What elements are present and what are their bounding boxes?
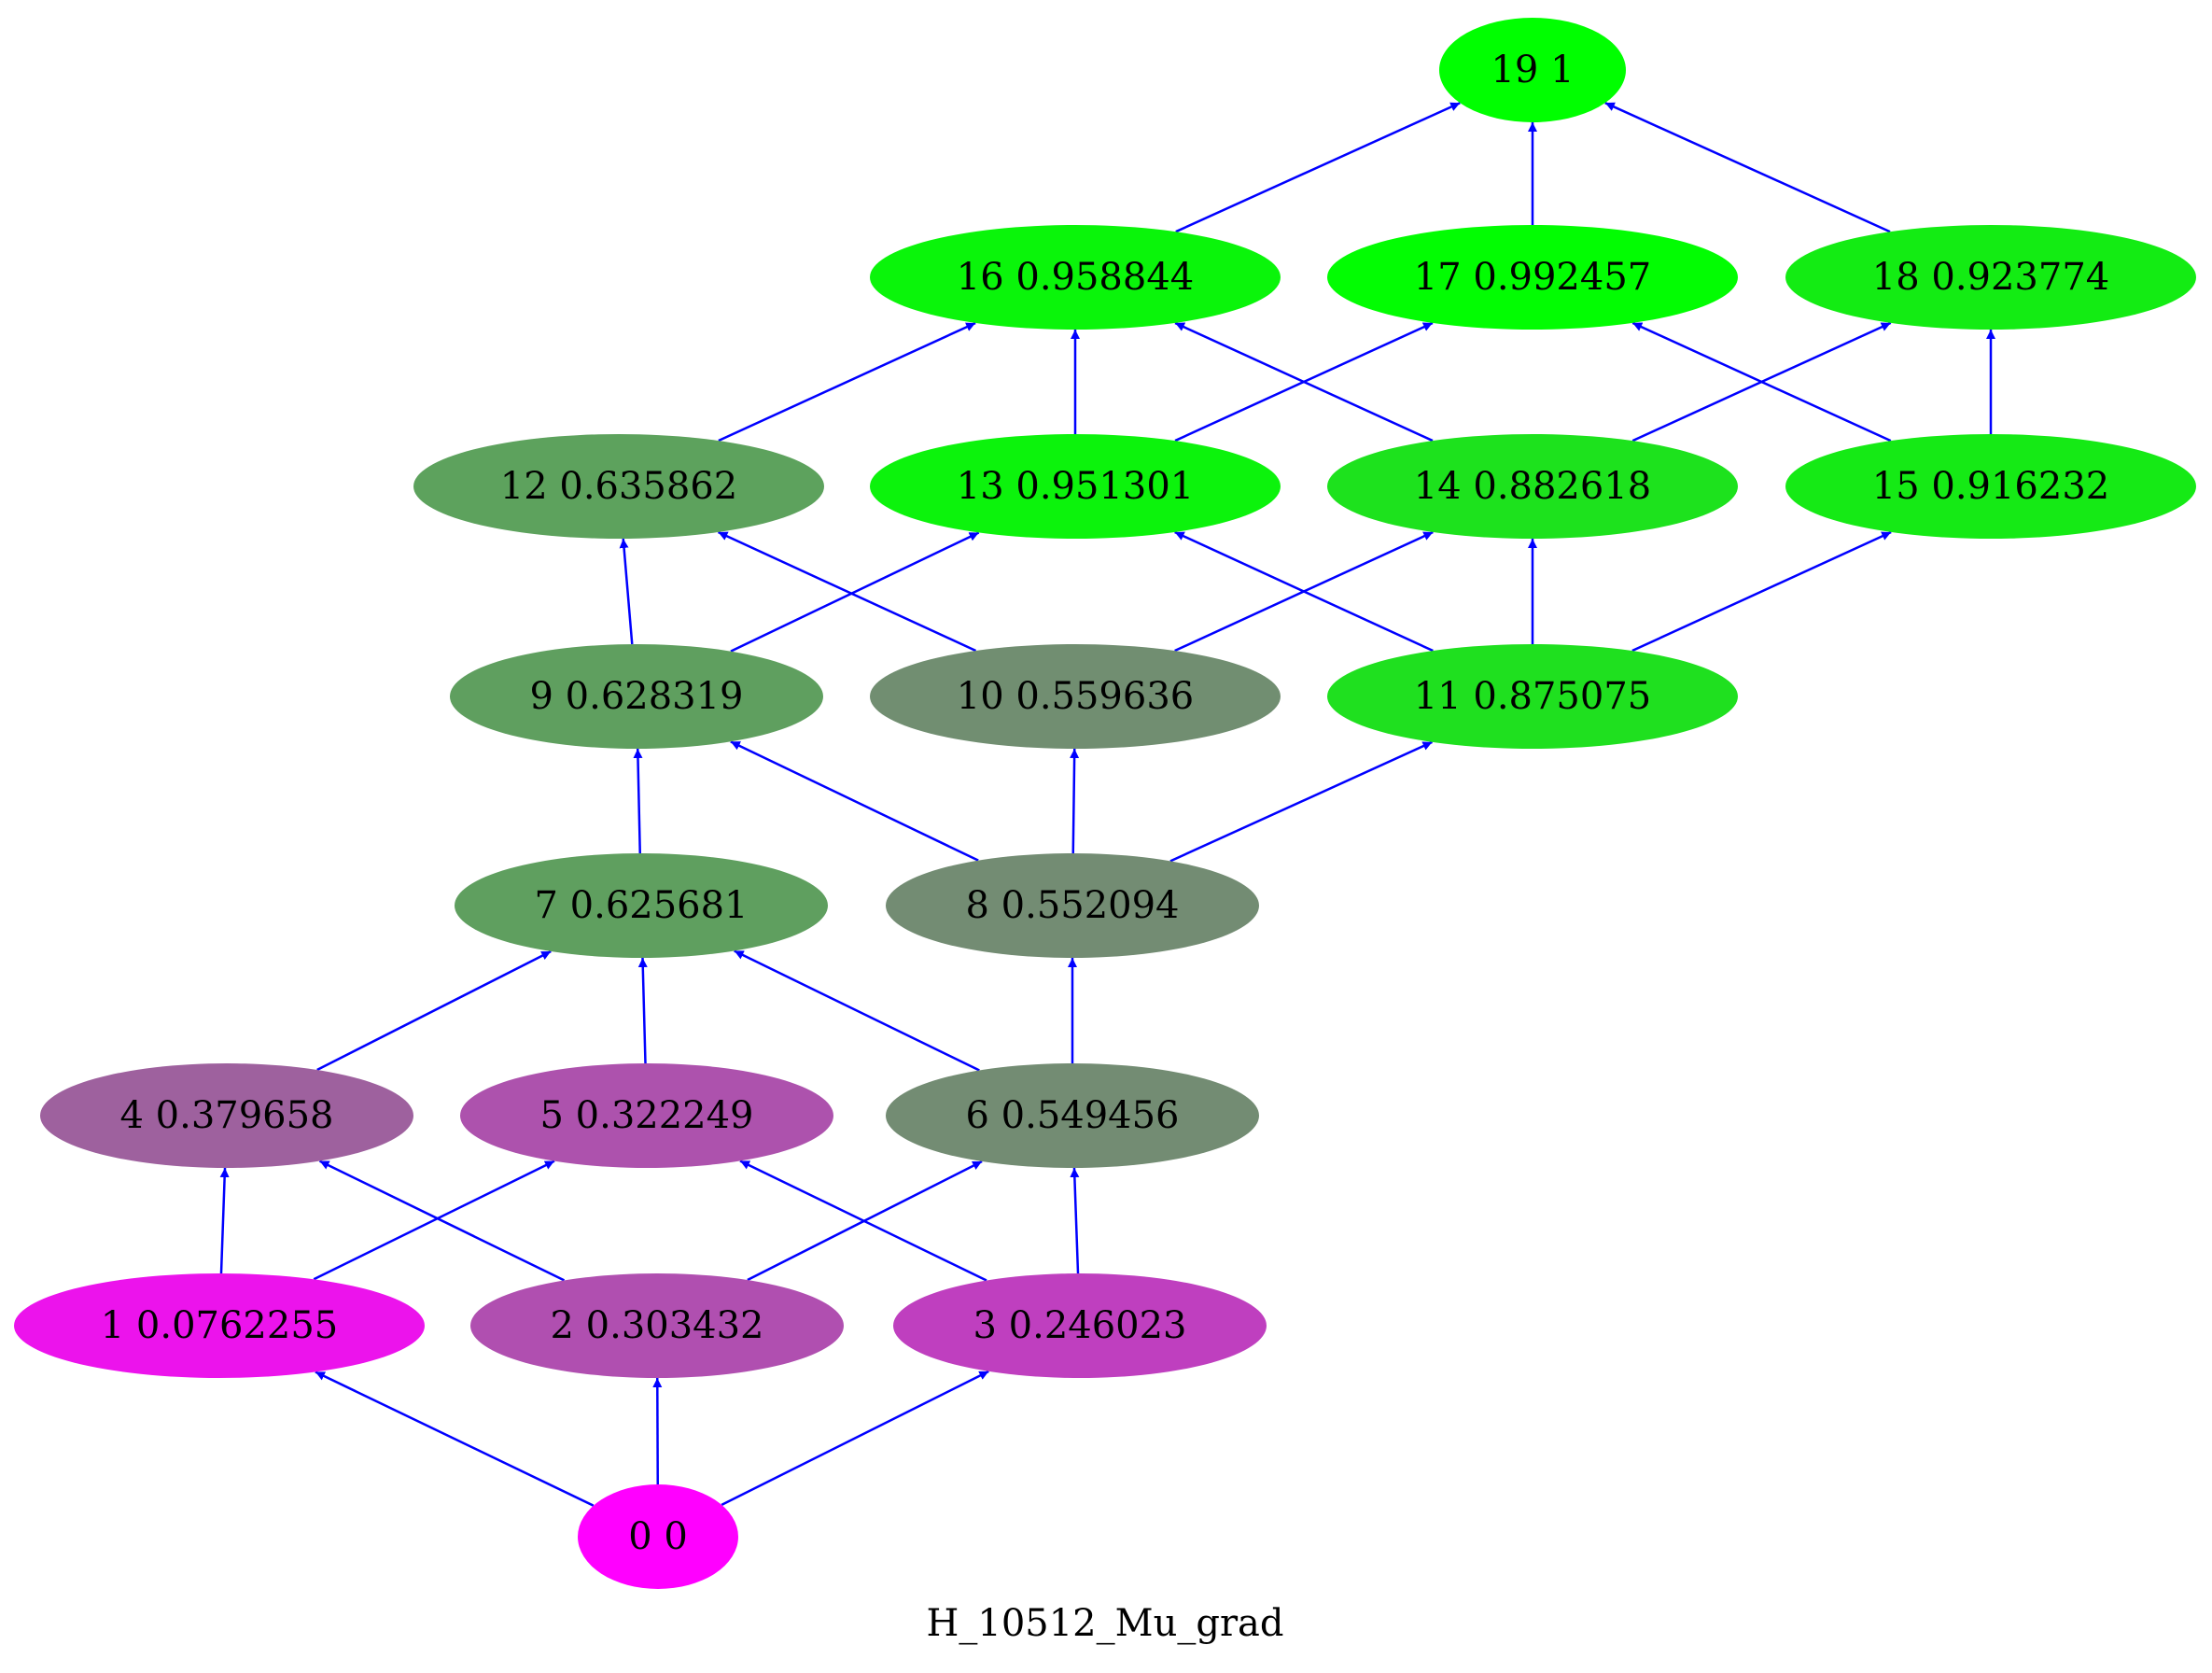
node-6-ellipse [886,1063,1259,1168]
edge-11-to-13 [1174,530,1434,653]
edge-2-to-4 [318,1160,566,1282]
node-19-label: 19 1 [1491,49,1574,91]
edge-0-to-2 [652,1377,663,1485]
node-16-label: 16 0.958844 [957,256,1194,299]
edge-6-to-7 [734,949,980,1072]
node-0-ellipse [578,1484,738,1589]
edge-1-to-5 [313,1160,555,1281]
node-16: 16 0.958844 [870,225,1281,330]
edge-7-to-9 [633,748,643,854]
node-4-ellipse [40,1063,413,1168]
edge-10-to-12 [717,530,977,653]
node-0-label: 0 0 [628,1515,688,1558]
node-17: 17 0.992457 [1327,225,1738,330]
node-9-ellipse [450,644,823,749]
node-1-label: 1 0.0762255 [101,1304,338,1347]
edge-8-to-9 [730,740,979,862]
edge-1-to-4 [219,1167,230,1274]
edge-3-to-5 [739,1160,987,1282]
node-18-ellipse [1785,225,2196,330]
edge-8-to-11 [1169,740,1433,863]
node-3: 3 0.246023 [893,1273,1267,1378]
node-7-ellipse [455,853,828,958]
node-0: 0 0 [578,1484,738,1589]
edge-18-to-19 [1604,102,1891,233]
node-10: 10 0.559636 [870,644,1281,749]
node-2-ellipse [470,1273,844,1378]
edges [219,102,1995,1507]
node-3-ellipse [893,1273,1267,1378]
node-11-label: 11 0.875075 [1414,675,1651,718]
edge-9-to-12 [619,538,634,645]
node-15-ellipse [1785,434,2196,539]
node-14-ellipse [1327,434,1738,539]
node-18-label: 18 0.923774 [1872,256,2109,299]
node-8-label: 8 0.552094 [965,884,1179,927]
node-12-ellipse [413,434,824,539]
node-1-ellipse [14,1273,425,1378]
node-8-ellipse [886,853,1259,958]
node-12-label: 12 0.635862 [500,465,737,508]
node-3-label: 3 0.246023 [973,1304,1186,1347]
node-13: 13 0.951301 [870,434,1281,539]
node-2-label: 2 0.303432 [550,1304,763,1347]
node-5-ellipse [460,1063,833,1168]
node-10-ellipse [870,644,1281,749]
node-6-label: 6 0.549456 [965,1094,1179,1137]
node-15-label: 15 0.916232 [1872,465,2109,508]
node-7: 7 0.625681 [455,853,828,958]
node-14: 14 0.882618 [1327,434,1738,539]
node-13-ellipse [870,434,1281,539]
edge-0-to-1 [315,1371,595,1507]
node-10-label: 10 0.559636 [957,675,1194,718]
edge-15-to-17 [1631,321,1892,443]
node-2: 2 0.303432 [470,1273,844,1378]
node-11: 11 0.875075 [1327,644,1738,749]
node-19: 19 1 [1439,18,1626,122]
node-17-label: 17 0.992457 [1414,256,1651,299]
node-9: 9 0.628319 [450,644,823,749]
node-5-label: 5 0.322249 [539,1094,753,1137]
node-4-label: 4 0.379658 [119,1094,333,1137]
edge-11-to-15 [1631,530,1892,653]
edge-12-to-16 [718,321,976,443]
node-13-label: 13 0.951301 [957,465,1194,508]
edge-3-to-6 [1070,1167,1080,1274]
node-7-label: 7 0.625681 [534,884,748,927]
edge-0-to-3 [721,1370,989,1507]
node-14-label: 14 0.882618 [1414,465,1651,508]
node-4: 4 0.379658 [40,1063,413,1168]
edge-16-to-19 [1175,102,1461,233]
edge-5-to-7 [637,957,648,1064]
node-5: 5 0.322249 [460,1063,833,1168]
node-8: 8 0.552094 [886,853,1259,958]
node-16-ellipse [870,225,1281,330]
node-17-ellipse [1327,225,1738,330]
node-9-label: 9 0.628319 [529,675,743,718]
node-11-ellipse [1327,644,1738,749]
edge-14-to-16 [1174,321,1434,443]
node-15: 15 0.916232 [1785,434,2196,539]
edge-4-to-7 [316,949,552,1072]
edge-9-to-13 [730,531,980,653]
node-6: 6 0.549456 [886,1063,1259,1168]
nodes: 0 0 1 0.0762255 2 0.303432 3 0.246023 4 0.37… [14,18,2196,1589]
edge-8-to-10 [1070,748,1080,854]
node-18: 18 0.923774 [1785,225,2196,330]
node-1: 1 0.0762255 [14,1273,425,1378]
graph-caption: H_10512_Mu_grad [926,1602,1283,1645]
node-12: 12 0.635862 [413,434,824,539]
node-19-ellipse [1439,18,1626,122]
